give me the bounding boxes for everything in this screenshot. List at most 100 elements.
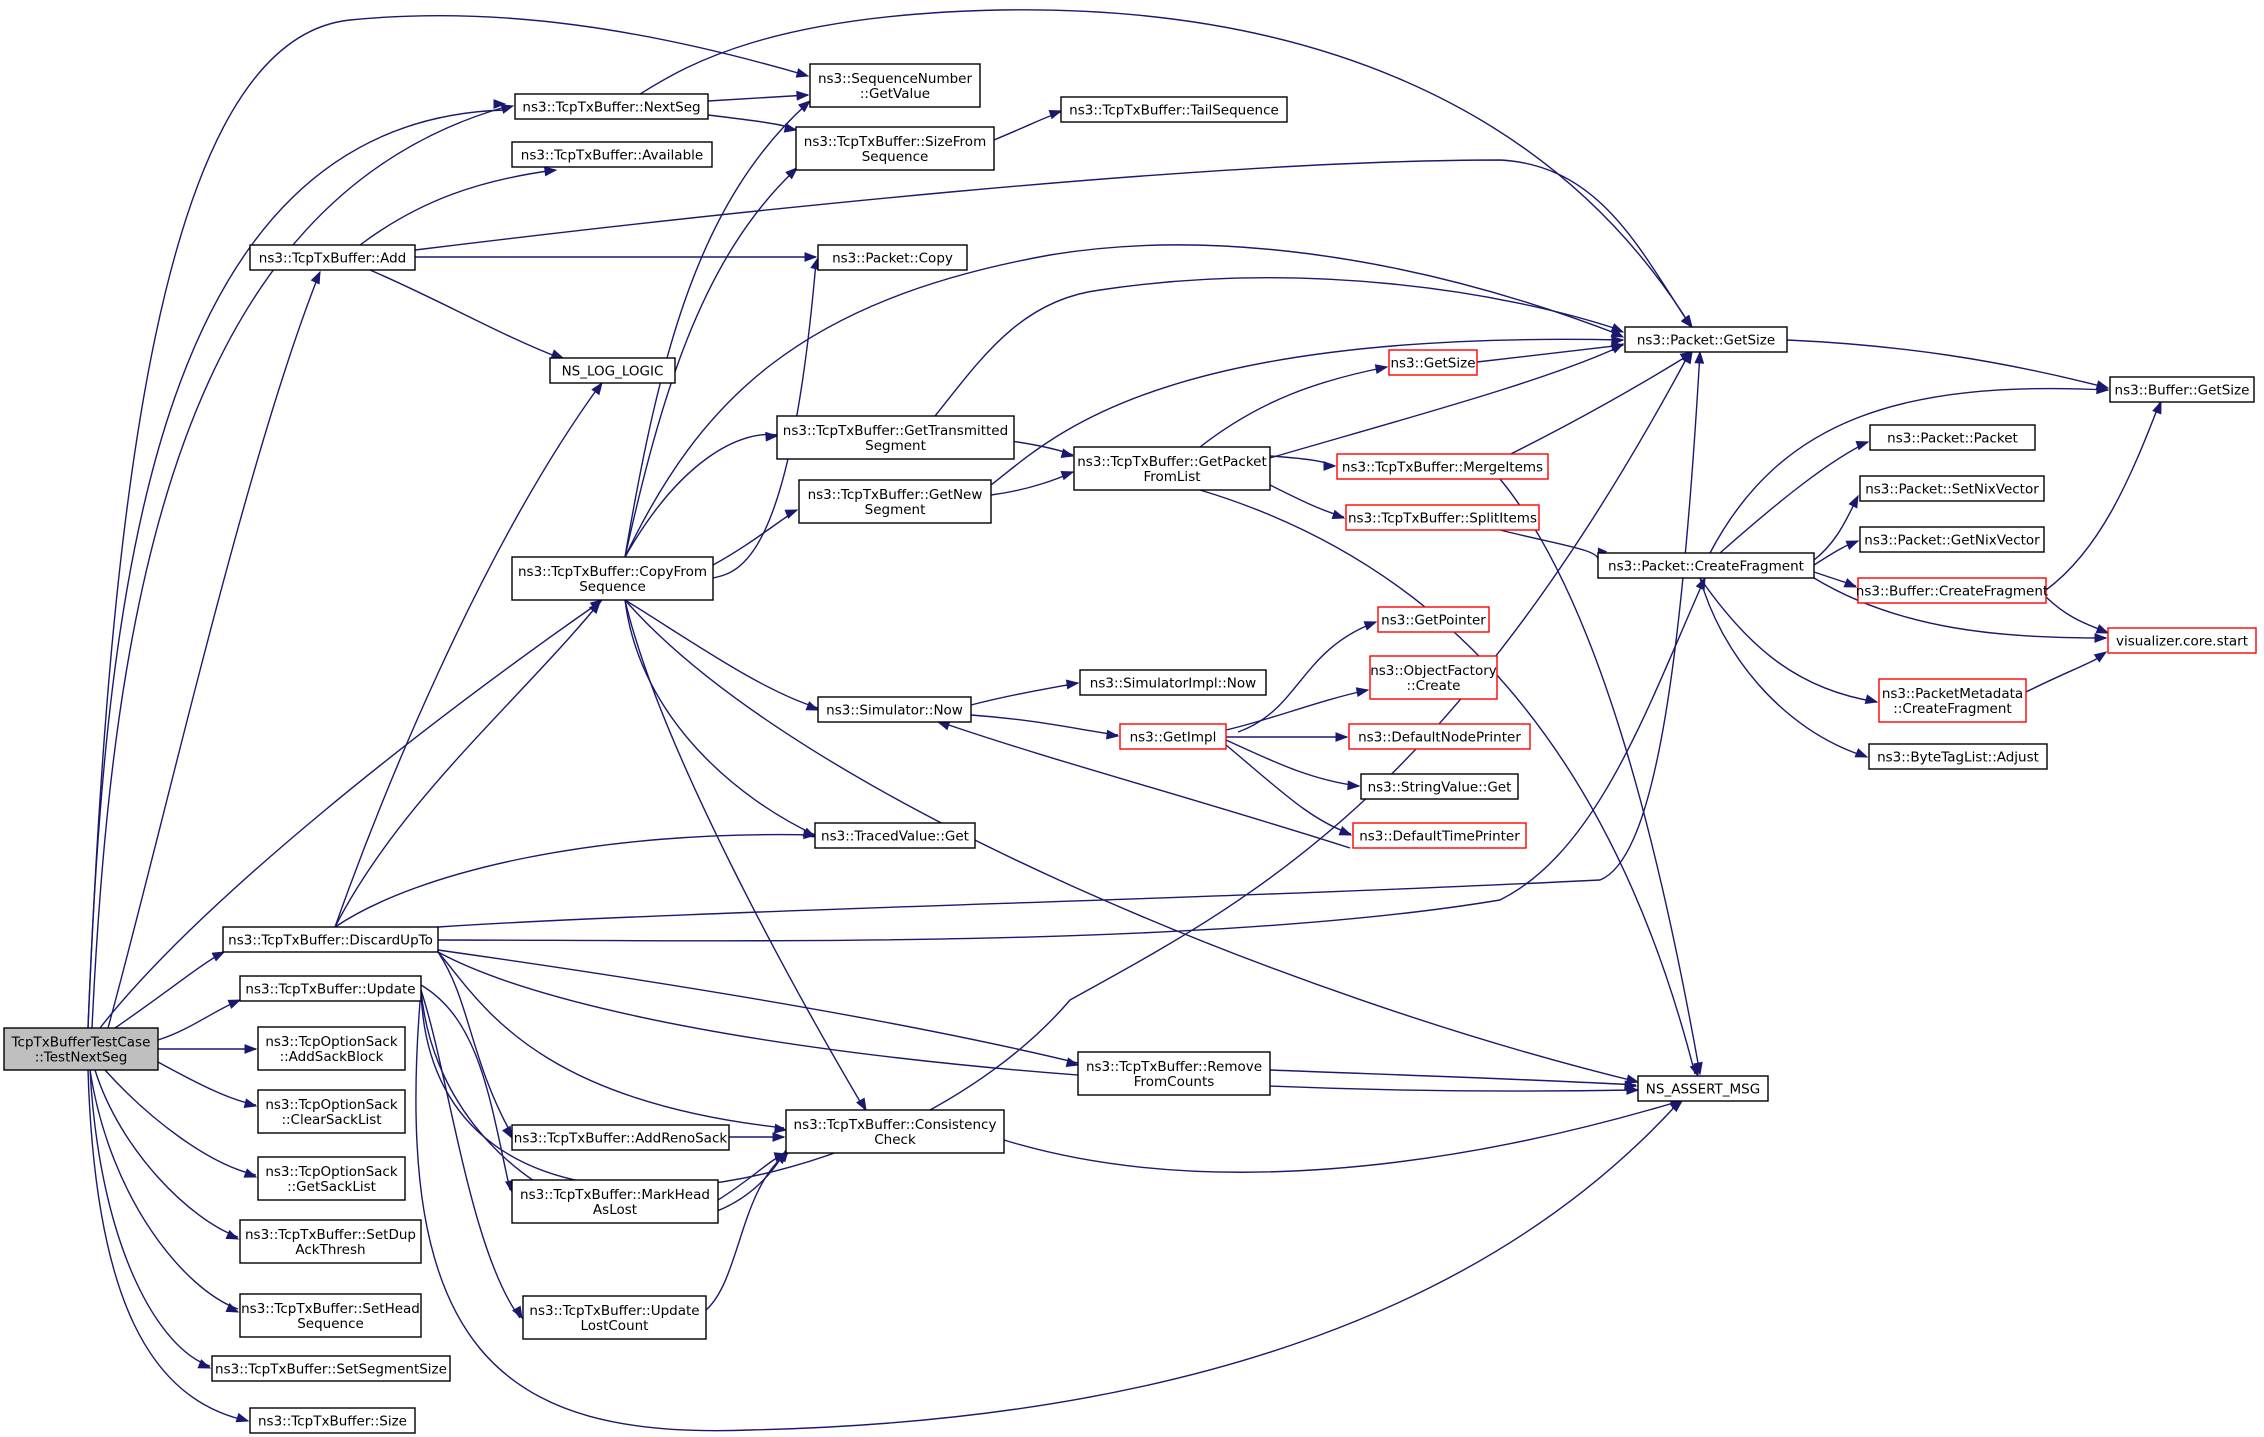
arrow-head-icon: [765, 431, 779, 442]
function-node-merge[interactable]: ns3::TcpTxBuffer::MergeItems: [1336, 453, 1549, 480]
function-node-simnow[interactable]: ns3::Simulator::Now: [817, 696, 972, 723]
function-node-getimpl[interactable]: ns3::GetImpl: [1119, 723, 1227, 750]
node-box: [249, 1407, 416, 1434]
node-label: ns3::Packet::CreateFragment: [1608, 559, 1804, 575]
function-node-update[interactable]: ns3::TcpTxBuffer::Update: [239, 975, 422, 1002]
arrow-head-icon: [2095, 380, 2110, 390]
node-label: ns3::TcpTxBuffer::TailSequence: [1069, 103, 1279, 119]
call-edge: [2045, 401, 2161, 591]
function-node-pktcopy[interactable]: ns3::Packet::Copy: [817, 244, 968, 271]
function-node-getsizefn[interactable]: ns3::GetSize: [1388, 349, 1478, 376]
function-node-discard[interactable]: ns3::TcpTxBuffer::DiscardUpTo: [222, 926, 439, 953]
function-node-renosack[interactable]: ns3::TcpTxBuffer::AddRenoSack: [511, 1124, 730, 1151]
function-node-setnix[interactable]: ns3::Packet::SetNixVector: [1859, 475, 2045, 502]
function-node-addsackblock[interactable]: ns3::TcpOptionSack::AddSackBlock: [257, 1026, 406, 1071]
node-box: [257, 1156, 406, 1201]
function-node-bytetag[interactable]: ns3::ByteTagList::Adjust: [1868, 743, 2048, 770]
function-node-getsack[interactable]: ns3::TcpOptionSack::GetSackList: [257, 1156, 406, 1201]
node-box: [817, 696, 972, 723]
node-label: ::GetSackList: [287, 1179, 376, 1195]
call-edge: [415, 989, 1681, 1432]
arrow-head-icon: [493, 99, 507, 109]
call-edge: [624, 599, 866, 1111]
node-label: ns3::TcpTxBuffer::Size: [258, 1414, 407, 1430]
arrow-head-icon: [211, 951, 226, 962]
function-node-vizstart[interactable]: visualizer.core.start: [2107, 627, 2257, 654]
function-node-split[interactable]: ns3::TcpTxBuffer::SplitItems: [1345, 504, 1540, 531]
arrow-head-icon: [1625, 1074, 1640, 1084]
function-node-pktgetsize[interactable]: ns3::Packet::GetSize: [1624, 326, 1788, 353]
call-edge: [1269, 1069, 1637, 1086]
node-label: ns3::Simulator::Now: [826, 703, 963, 719]
function-node-objfactory[interactable]: ns3::ObjectFactory::Create: [1369, 655, 1498, 700]
arrow-head-icon: [1323, 461, 1337, 471]
call-edge: [87, 1069, 249, 1422]
function-node-bufgetsize[interactable]: ns3::Buffer::GetSize: [2109, 376, 2255, 403]
arrow-head-icon: [796, 90, 810, 101]
node-box: [1377, 606, 1490, 633]
function-node-strget[interactable]: ns3::StringValue::Get: [1360, 773, 1519, 800]
call-edge: [359, 169, 556, 246]
function-node-simimplnow[interactable]: ns3::SimulatorImpl::Now: [1079, 669, 1267, 696]
function-node-assert[interactable]: NS_ASSERT_MSG: [1637, 1075, 1769, 1102]
function-node-getpointer[interactable]: ns3::GetPointer: [1377, 606, 1490, 633]
function-node-setsegsize[interactable]: ns3::TcpTxBuffer::SetSegmentSize: [211, 1355, 451, 1382]
function-node-clearsack[interactable]: ns3::TcpOptionSack::ClearSackList: [257, 1089, 406, 1134]
function-node-tracedget[interactable]: ns3::TracedValue::Get: [814, 822, 976, 849]
function-node-tailseq[interactable]: ns3::TcpTxBuffer::TailSequence: [1060, 96, 1288, 123]
node-label: ns3::TcpTxBuffer::AddRenoSack: [514, 1131, 728, 1147]
function-node-seqget[interactable]: ns3::SequenceNumber::GetValue: [809, 63, 981, 108]
arrow-head-icon: [225, 1229, 240, 1240]
function-node-size[interactable]: ns3::TcpTxBuffer::Size: [249, 1407, 416, 1434]
function-node-root[interactable]: TcpTxBufferTestCase::TestNextSeg: [3, 1027, 159, 1071]
call-edge: [624, 169, 796, 558]
arrow-head-icon: [805, 701, 820, 711]
arrow-head-icon: [244, 1044, 258, 1054]
node-label: ns3::TcpTxBuffer::MarkHead: [520, 1187, 710, 1203]
function-node-pktmeta[interactable]: ns3::PacketMetadata::CreateFragment: [1878, 678, 2027, 723]
call-edge: [334, 833, 816, 928]
function-node-nslog[interactable]: NS_LOG_LOGIC: [549, 357, 676, 384]
arrow-head-icon: [1347, 780, 1361, 791]
function-node-createfrag[interactable]: ns3::Packet::CreateFragment: [1597, 552, 1815, 579]
arrow-head-icon: [235, 1412, 250, 1423]
arrow-head-icon: [1624, 1080, 1638, 1091]
function-node-available[interactable]: ns3::TcpTxBuffer::Available: [511, 141, 713, 168]
function-node-nextseg[interactable]: ns3::TcpTxBuffer::NextSeg: [514, 93, 709, 120]
function-node-getnix[interactable]: ns3::Packet::GetNixVector: [1859, 526, 2045, 553]
node-box: [257, 1089, 406, 1134]
node-label: AsLost: [593, 1202, 637, 1218]
call-edge: [437, 951, 513, 1136]
arrow-head-icon: [1363, 621, 1378, 631]
arrow-head-icon: [795, 68, 810, 78]
node-box: [1388, 349, 1478, 376]
function-node-add[interactable]: ns3::TcpTxBuffer::Add: [249, 244, 416, 271]
call-edge: [970, 682, 1079, 706]
function-node-deftime[interactable]: ns3::DefaultTimePrinter: [1352, 822, 1527, 849]
function-node-defnode[interactable]: ns3::DefaultNodePrinter: [1348, 723, 1531, 750]
function-node-bufcreatefrag[interactable]: ns3::Buffer::CreateFragment: [1856, 577, 2048, 604]
node-box: [2107, 627, 2257, 654]
node-box: [3, 1027, 159, 1071]
arrow-head-icon: [1105, 729, 1120, 740]
arrow-head-icon: [1331, 509, 1346, 520]
node-label: ns3::DefaultNodePrinter: [1358, 730, 1521, 746]
function-node-pktpacket[interactable]: ns3::Packet::Packet: [1869, 424, 2036, 451]
node-box: [1073, 446, 1271, 491]
call-edge: [437, 951, 785, 1129]
call-edge: [334, 601, 601, 928]
node-box: [249, 244, 416, 271]
arrow-head-icon: [2095, 624, 2110, 634]
node-label: ns3::TcpOptionSack: [265, 1097, 398, 1113]
